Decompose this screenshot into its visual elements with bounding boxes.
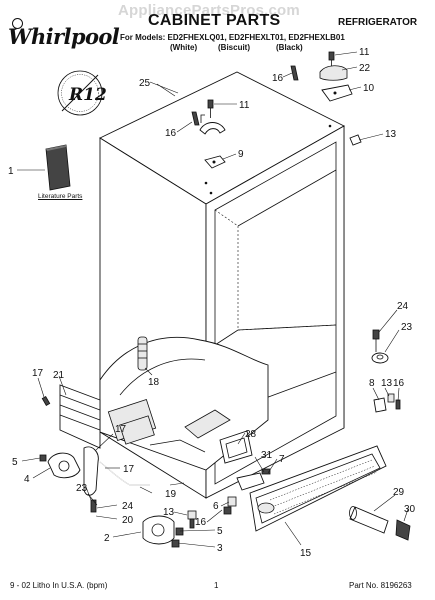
callout-14: 13 (385, 129, 397, 140)
color-variants: (White) (Biscuit) (Black) (170, 43, 303, 52)
callout-13b: 13 (163, 507, 175, 518)
models-line: For Models: ED2FHEXLQ01, ED2FHEXLT01, ED… (120, 33, 345, 42)
callout-29: 29 (393, 487, 405, 498)
drain-tube (137, 336, 148, 371)
callout-11b: 11 (359, 47, 370, 58)
machine-compartment (59, 336, 269, 471)
leader-lines (17, 51, 409, 548)
toe-grille (249, 445, 387, 532)
callout-18: 18 (148, 377, 160, 388)
callout-13: 13 (381, 378, 393, 389)
color-biscuit: (Biscuit) (218, 43, 250, 52)
whirlpool-logo: Whirlpool (8, 14, 120, 58)
callout-11: 11 (239, 100, 250, 111)
callout-17b: 17 (115, 424, 127, 435)
callout-9: 9 (238, 149, 244, 160)
callout-27: 25 (139, 78, 151, 89)
callout-16b: 16 (272, 73, 284, 84)
page-title: CABINET PARTS (148, 12, 281, 29)
water-filter (349, 506, 411, 541)
callout-17: 17 (32, 368, 44, 379)
callout-5b: 5 (217, 526, 223, 537)
callout-10: 10 (363, 83, 375, 94)
literature-booklet (45, 144, 71, 191)
callout-4: 4 (24, 474, 30, 485)
callout-numbers: 1 25 16 11 9 11 22 16 10 13 24 23 17 21 … (8, 47, 416, 559)
callout-25: 23 (401, 322, 413, 333)
callout-26: 24 (397, 301, 409, 312)
callout-7: 7 (279, 454, 285, 465)
footer-page-number: 1 (214, 581, 219, 590)
logo-wordmark: Whirlpool (8, 24, 120, 49)
logo-ring-icon (12, 18, 23, 29)
callout-23: 23 (76, 483, 88, 494)
watermark-text: AppliancePartsPros.com (118, 2, 300, 19)
water-fill-assembly (184, 409, 253, 464)
left-fasteners (39, 395, 51, 462)
callout-30: 30 (404, 504, 416, 515)
callout-16: 16 (165, 128, 177, 139)
lower-left-parts (47, 446, 197, 548)
callout-16c: 16 (393, 378, 405, 389)
callout-17c: 17 (123, 464, 135, 475)
callout-3: 3 (217, 543, 223, 554)
callout-20: 20 (122, 515, 134, 526)
callout-22: 22 (359, 63, 371, 74)
callout-24: 24 (122, 501, 134, 512)
callout-31: 31 (261, 450, 273, 461)
callout-21: 21 (53, 370, 65, 381)
r12-stamp: R12 (57, 70, 107, 116)
footer-part-number: Part No. 8196263 (349, 581, 412, 590)
right-side-parts (371, 329, 401, 413)
color-black: (Black) (276, 43, 303, 52)
stamp-text: R12 (68, 85, 107, 105)
callout-1: 1 (8, 166, 14, 177)
footer-litho: 9 - 02 Litho In U.S.A. (bpm) (10, 581, 108, 590)
callout-15: 15 (300, 548, 312, 559)
hinge-parts (191, 51, 362, 169)
callout-8: 8 (369, 378, 375, 389)
callout-6: 6 (213, 501, 219, 512)
center-bottom-parts (223, 468, 271, 515)
document-type: REFRIGERATOR (338, 17, 418, 28)
color-white: (White) (170, 43, 198, 52)
literature-parts-label: Literature Parts (38, 193, 83, 200)
callout-16d: 16 (195, 517, 207, 528)
callout-28: 28 (245, 429, 257, 440)
callout-5: 5 (12, 457, 18, 468)
callout-19: 19 (165, 489, 177, 500)
callout-2: 2 (104, 533, 110, 544)
